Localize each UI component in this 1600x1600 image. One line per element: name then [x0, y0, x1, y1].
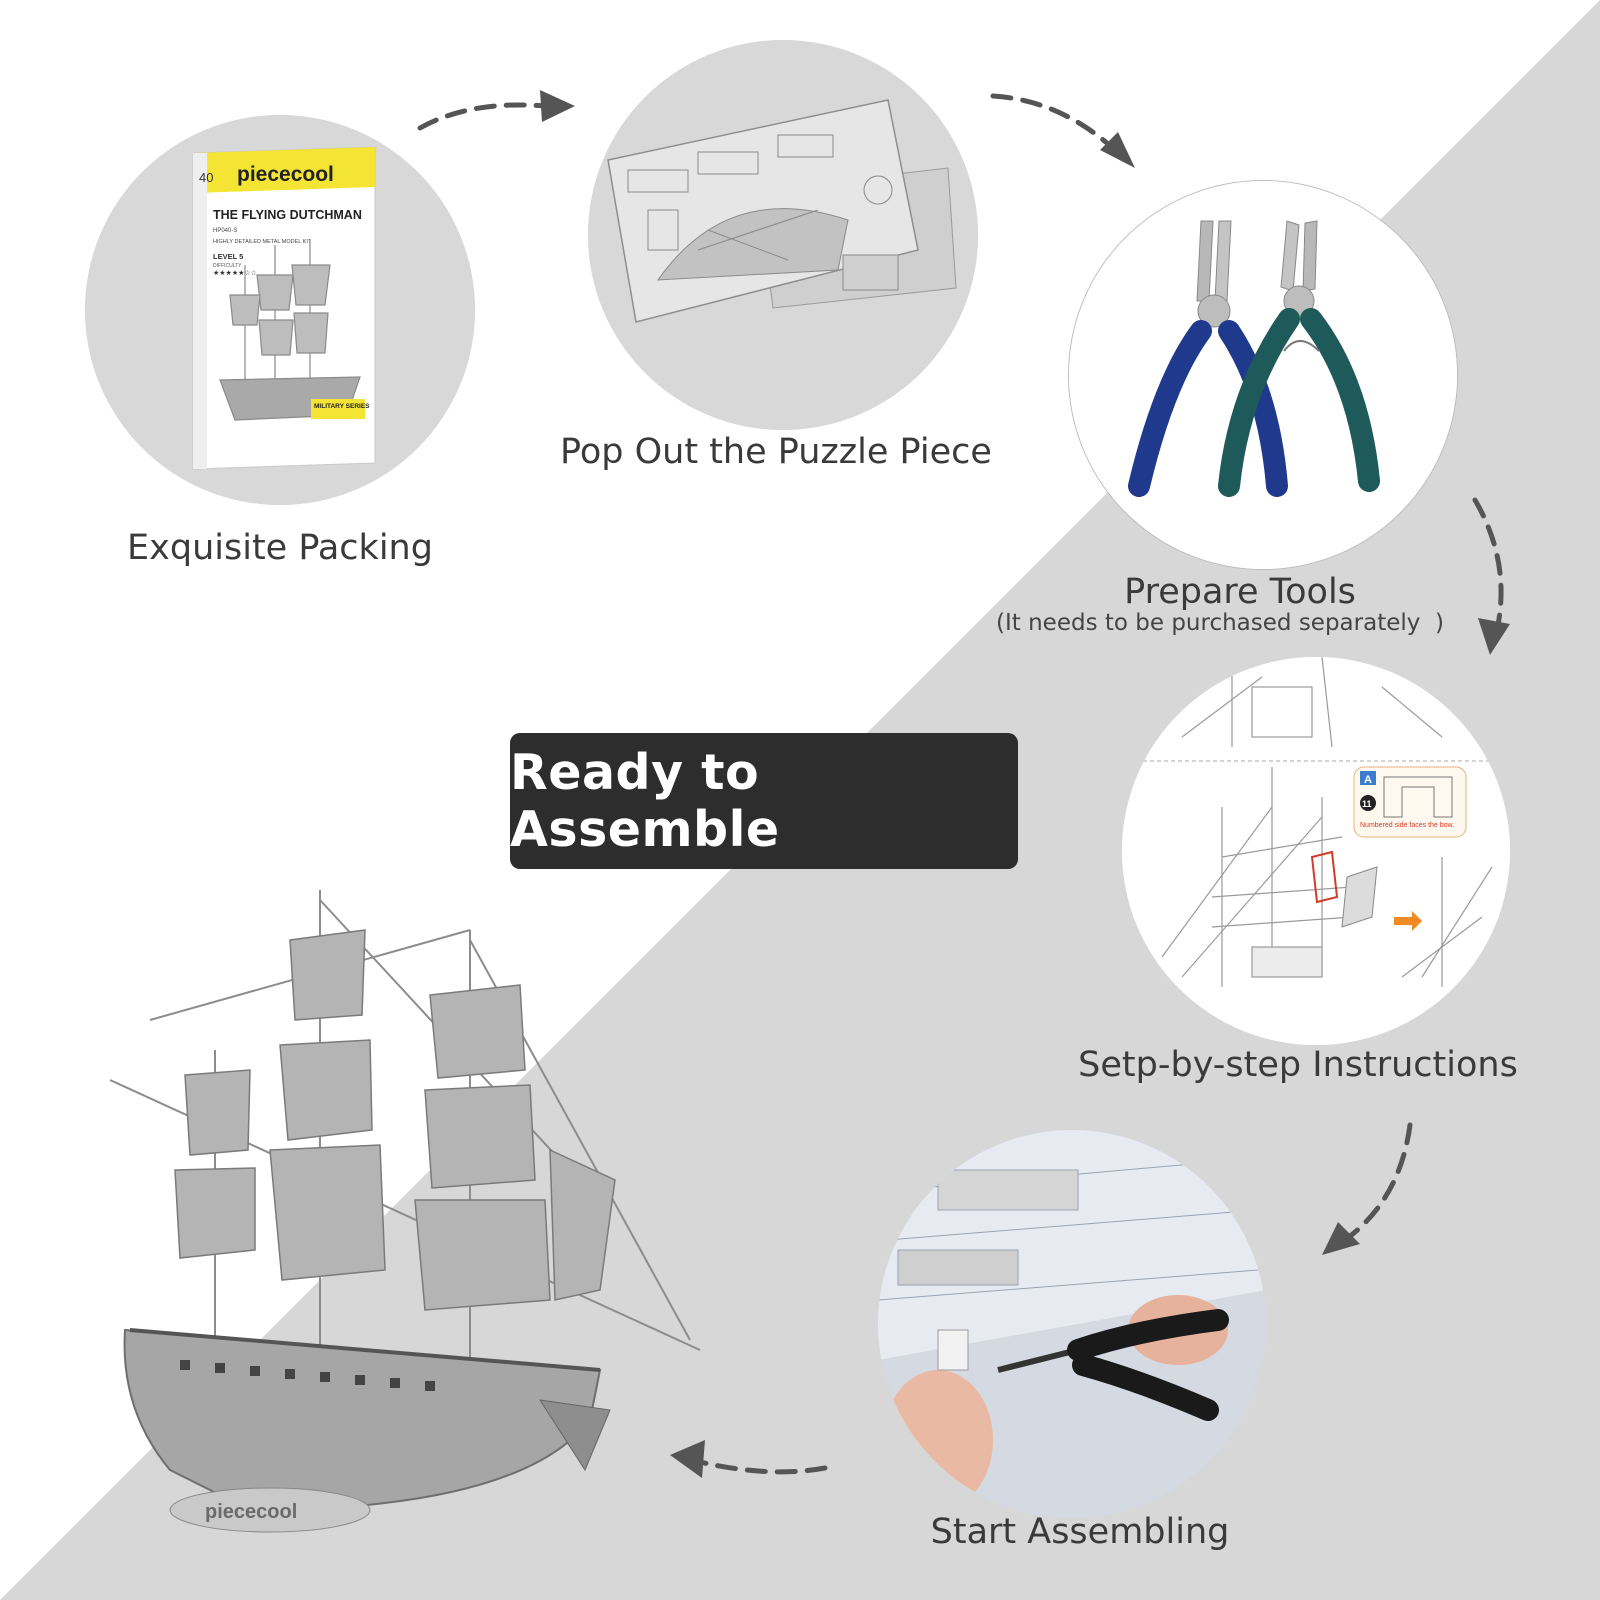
arrowhead-3 [1478, 618, 1510, 655]
arrow-assembling-to-model [697, 1459, 828, 1475]
instructions-circle: A 11 Numbered side faces the bow. [1122, 657, 1510, 1045]
orange-arrow-icon [1394, 911, 1422, 931]
instruction-manual-image: A 11 Numbered side faces the bow. [1122, 657, 1510, 1045]
step-label-puzzle: Pop Out the Puzzle Piece [560, 432, 992, 472]
pliers-image [1069, 181, 1457, 569]
packing-box-image: 40 piececool THE FLYING DUTCHMAN HP040-S… [85, 115, 475, 505]
badge-text: Ready to Assemble [510, 744, 780, 858]
black-pliers-icon [997, 1309, 1229, 1421]
box-stars: ★★★★★☆☆ [213, 269, 257, 277]
box-series: MILITARY SERIES [314, 403, 370, 410]
blue-pliers-icon [1128, 220, 1288, 497]
step-label-tools: Prepare Tools [1124, 572, 1356, 612]
arrow-packing-to-puzzle [417, 102, 548, 131]
tools-circle [1068, 180, 1458, 570]
teal-pliers-icon [1218, 220, 1380, 497]
card-letter: A [1364, 774, 1372, 786]
box-code: HP040-S [213, 228, 237, 234]
step-label-instructions: Setp-by-step Instructions [1078, 1045, 1518, 1085]
arrowhead-2 [1100, 132, 1135, 168]
arrow-tools-to-instructions [1472, 497, 1504, 628]
packing-circle: 40 piececool THE FLYING DUTCHMAN HP040-S… [85, 115, 475, 505]
step-label-packing: Exquisite Packing [127, 528, 433, 568]
box-level: LEVEL 5 [213, 252, 243, 261]
ready-to-assemble-badge: Ready to Assemble [510, 733, 1018, 869]
box-difficulty: DIFFICULTY [213, 263, 242, 269]
box-brand: piececool [237, 163, 334, 186]
finished-ship-image: piececool [109, 890, 701, 1533]
box-title: THE FLYING DUTCHMAN [213, 208, 362, 222]
metal-sheet-image [588, 40, 978, 430]
step-label-assembling: Start Assembling [930, 1512, 1230, 1552]
box-subtitle: HIGHLY DETAILED METAL MODEL KIT [213, 239, 312, 245]
arrowhead-4 [1322, 1222, 1360, 1255]
card-caption: Numbered side faces the bow. [1360, 822, 1454, 829]
arrowhead-5 [670, 1440, 705, 1478]
puzzle-sheet-circle [588, 40, 978, 430]
box-number: 40 [199, 170, 213, 185]
arrowhead-1 [540, 90, 575, 122]
tools-note: (It needs to be purchased separately ) [996, 610, 1444, 636]
model-plaque-text: piececool [205, 1501, 297, 1523]
arrow-instructions-to-assembling [1342, 1122, 1413, 1243]
arrow-puzzle-to-tools [990, 93, 1118, 153]
card-number: 11 [1362, 799, 1372, 809]
